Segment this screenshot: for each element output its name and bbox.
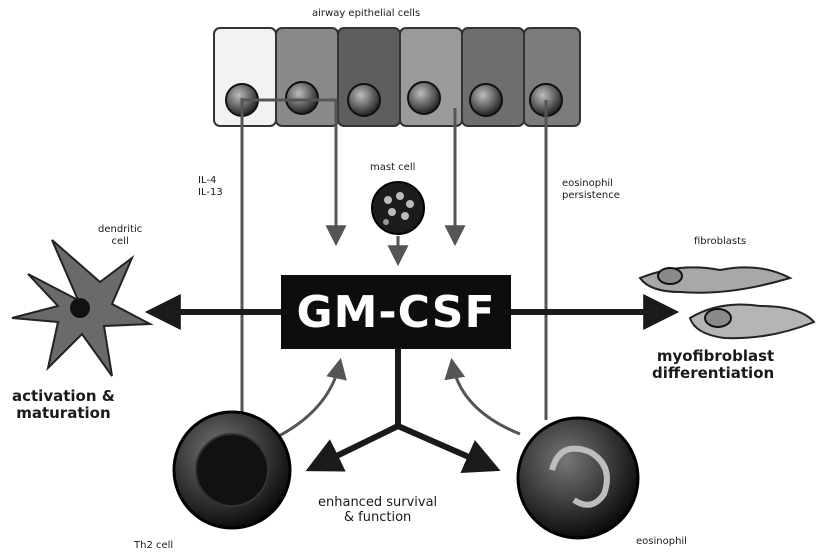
activation-label: activation & maturation bbox=[12, 388, 115, 423]
fibroblasts-label: fibroblasts bbox=[694, 236, 746, 248]
eosinophil-persistence-label: eosinophil persistence bbox=[562, 178, 620, 201]
dendritic-cell-label: dendritic cell bbox=[98, 224, 142, 247]
eosinophil-label: eosinophil bbox=[636, 536, 687, 548]
dendritic-cell bbox=[12, 240, 150, 376]
airway-epithelial-cells bbox=[214, 28, 580, 126]
th2-cell-label: Th2 cell bbox=[134, 540, 173, 552]
th2-cell bbox=[174, 412, 290, 528]
fibroblasts bbox=[640, 267, 814, 338]
mast-cell-label: mast cell bbox=[370, 162, 415, 174]
gmcsf-box: GM-CSF bbox=[281, 275, 511, 349]
survival-label: enhanced survival & function bbox=[318, 496, 437, 526]
eosinophil-cell bbox=[518, 418, 638, 538]
il-label: IL-4 IL-13 bbox=[198, 175, 223, 198]
mast-cell bbox=[372, 182, 424, 234]
connector-arrows bbox=[242, 98, 546, 438]
myofibroblast-label: myofibroblast differentiation bbox=[652, 348, 774, 383]
airway-epithelial-label: airway epithelial cells bbox=[312, 8, 420, 20]
